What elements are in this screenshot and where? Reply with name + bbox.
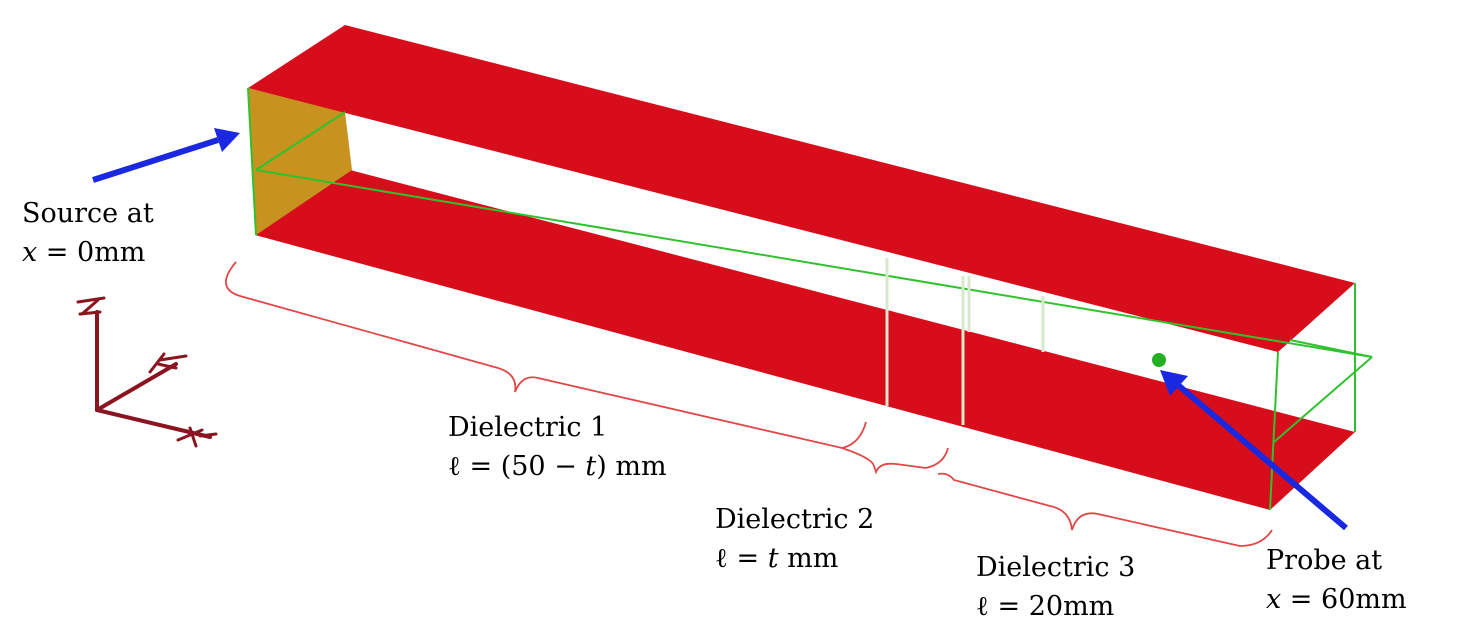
- xyz-axes-icon: [76, 296, 218, 448]
- probe-label-line2: 𝑥 = 60mm: [1266, 584, 1407, 615]
- source-arrow: [92, 137, 219, 183]
- probe-label-line1: Probe at: [1266, 545, 1383, 576]
- waveguide-bottom-wall: [255, 170, 1355, 510]
- arrows: [92, 128, 1348, 531]
- x-axis-label: [176, 426, 218, 448]
- probe-arrowhead: [1160, 370, 1188, 396]
- source-label-line2: 𝑥 = 0mm: [22, 237, 146, 268]
- source-label: Source at 𝑥 = 0mm: [22, 194, 154, 272]
- dielectric-3-label-line2: ℓ = 20mm: [976, 591, 1115, 622]
- dielectric-interfaces: [885, 258, 1045, 425]
- dielectric-2-label-line2: ℓ = 𝑡 mm: [715, 543, 839, 574]
- dielectric-outline: [247, 87, 1373, 511]
- braces: [225, 261, 1273, 547]
- brace-dielectric-2: [841, 447, 949, 475]
- brace-dielectric-3: [937, 472, 1273, 547]
- dielectric-2-label: Dielectric 2 ℓ = 𝑡 mm: [715, 500, 874, 578]
- probe-dot-icon: [1152, 353, 1166, 367]
- dielectric-1-label-line1: Dielectric 1: [448, 412, 608, 443]
- source-arrowhead: [214, 128, 240, 152]
- probe-label: Probe at 𝑥 = 60mm: [1266, 541, 1407, 619]
- source-label-line1: Source at: [22, 198, 154, 229]
- z-axis-label: [76, 296, 106, 316]
- dielectric-3-label: Dielectric 3 ℓ = 20mm: [976, 548, 1135, 626]
- dielectric-1-label-line2: ℓ = (50 − 𝑡) mm: [448, 451, 667, 482]
- y-axis: [95, 362, 178, 412]
- waveguide-top-wall: [248, 25, 1355, 352]
- brace-dielectric-1: [225, 261, 867, 449]
- y-axis-label: [148, 352, 188, 374]
- dielectric-2-label-line1: Dielectric 2: [715, 504, 875, 535]
- dielectric-3-label-line1: Dielectric 3: [976, 552, 1136, 583]
- dielectric-1-label: Dielectric 1 ℓ = (50 − 𝑡) mm: [448, 408, 667, 486]
- probe-arrow: [1176, 382, 1348, 531]
